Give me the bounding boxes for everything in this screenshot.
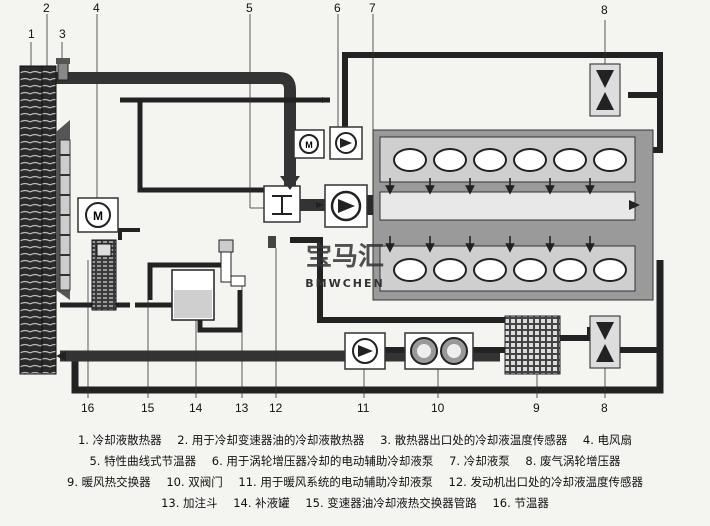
cooling-system-diagram: M M bbox=[19, 1, 664, 415]
expansion-tank-14 bbox=[171, 269, 215, 321]
svg-text:M: M bbox=[93, 209, 103, 223]
svg-text:宝马汇: 宝马汇 bbox=[306, 241, 384, 272]
callout-8-top: 8 bbox=[601, 3, 608, 17]
legend-item-14: 14. 补液罐 bbox=[233, 496, 290, 510]
legend-row: 1. 冷却液散热器 2. 用于冷却变速器油的冷却液散热器 3. 散热器出口处的冷… bbox=[0, 430, 710, 451]
svg-text:BMWCHEN: BMWCHEN bbox=[305, 277, 384, 290]
legend-item-6: 6. 用于涡轮增压器冷却的电动辅助冷却液泵 bbox=[211, 454, 434, 468]
legend-item-12: 12. 发动机出口处的冷却液温度传感器 bbox=[448, 475, 643, 489]
callout-15: 15 bbox=[141, 401, 155, 415]
temp-sensor-12 bbox=[268, 236, 276, 248]
callout-13: 13 bbox=[235, 401, 249, 415]
pipe-engine-to-radiator bbox=[50, 72, 296, 190]
legend-item-15: 15. 变速器油冷却液热交换器管路 bbox=[305, 496, 477, 510]
callout-6: 6 bbox=[334, 1, 341, 15]
radiator-2-trans-oil bbox=[41, 65, 57, 375]
coolant-pump-7 bbox=[324, 184, 368, 228]
map-thermostat-5 bbox=[263, 185, 301, 223]
turbocharger-8-top bbox=[589, 63, 621, 117]
legend-item-2: 2. 用于冷却变速器油的冷却液散热器 bbox=[177, 433, 365, 447]
svg-text:M: M bbox=[305, 140, 313, 150]
radiator-1 bbox=[19, 65, 43, 375]
legend-item-11: 11. 用于暖风系统的电动辅助冷却液泵 bbox=[238, 475, 433, 489]
callout-12: 12 bbox=[269, 401, 283, 415]
watermark: 宝马汇 BMWCHEN bbox=[305, 241, 384, 290]
engine-block bbox=[372, 129, 654, 301]
legend-item-10: 10. 双阀门 bbox=[166, 475, 223, 489]
pipe-tank-3 bbox=[197, 290, 243, 333]
callout-7: 7 bbox=[369, 1, 376, 15]
legend-item-13: 13. 加注斗 bbox=[161, 496, 218, 510]
temp-sensor-3 bbox=[56, 58, 70, 81]
callout-2: 2 bbox=[43, 1, 50, 15]
callout-16: 16 bbox=[81, 401, 95, 415]
turbo-aux-pump-6: M bbox=[293, 126, 363, 160]
callout-5: 5 bbox=[246, 1, 253, 15]
fan-shroud bbox=[56, 120, 71, 300]
pipe-bottom-return bbox=[71, 260, 664, 394]
callout-14: 14 bbox=[189, 401, 203, 415]
callout-3: 3 bbox=[59, 27, 66, 41]
heater-aux-pump-11 bbox=[344, 332, 386, 370]
callout-4: 4 bbox=[93, 1, 100, 15]
flow-arrows bbox=[56, 97, 640, 361]
pipe-to-thermostat bbox=[137, 100, 270, 193]
legend-item-5: 5. 特性曲线式节温器 bbox=[89, 454, 197, 468]
pipe-mid bbox=[290, 237, 505, 323]
legend-item-1: 1. 冷却液散热器 bbox=[77, 433, 162, 447]
turbocharger-8-bottom bbox=[589, 315, 621, 369]
callout-9: 9 bbox=[533, 401, 540, 415]
callout-numbers: 1 2 3 4 5 6 7 8 8 9 10 11 12 13 14 15 16 bbox=[28, 1, 608, 415]
legend-row: 5. 特性曲线式节温器 6. 用于涡轮增压器冷却的电动辅助冷却液泵 7. 冷却液… bbox=[0, 451, 710, 472]
legend-item-8: 8. 废气涡轮增压器 bbox=[525, 454, 621, 468]
heater-core-9 bbox=[504, 315, 561, 375]
callout-1: 1 bbox=[28, 27, 35, 41]
legend-item-9: 9. 暖风热交换器 bbox=[67, 475, 151, 489]
filler-neck-13 bbox=[218, 239, 246, 287]
double-valve-10 bbox=[404, 332, 474, 370]
thermostat-16 bbox=[91, 239, 117, 311]
leader-lines bbox=[30, 14, 606, 398]
legend-item-4: 4. 电风扇 bbox=[582, 433, 633, 447]
legend-item-7: 7. 冷却液泵 bbox=[449, 454, 510, 468]
callout-11: 11 bbox=[357, 401, 370, 415]
callout-10: 10 bbox=[431, 401, 445, 415]
legend-row: 13. 加注斗 14. 补液罐 15. 变速器油冷却液热交换器管路 16. 节温… bbox=[0, 493, 710, 514]
legend-item-16: 16. 节温器 bbox=[492, 496, 549, 510]
pipe-16 bbox=[118, 228, 140, 240]
callout-8-bottom: 8 bbox=[601, 401, 608, 415]
legend-item-3: 3. 散热器出口处的冷却液温度传感器 bbox=[380, 433, 568, 447]
electric-fan-4: M bbox=[77, 197, 119, 233]
legend: 1. 冷却液散热器 2. 用于冷却变速器油的冷却液散热器 3. 散热器出口处的冷… bbox=[0, 430, 710, 514]
legend-row: 9. 暖风热交换器 10. 双阀门 11. 用于暖风系统的电动辅助冷却液泵 12… bbox=[0, 472, 710, 493]
